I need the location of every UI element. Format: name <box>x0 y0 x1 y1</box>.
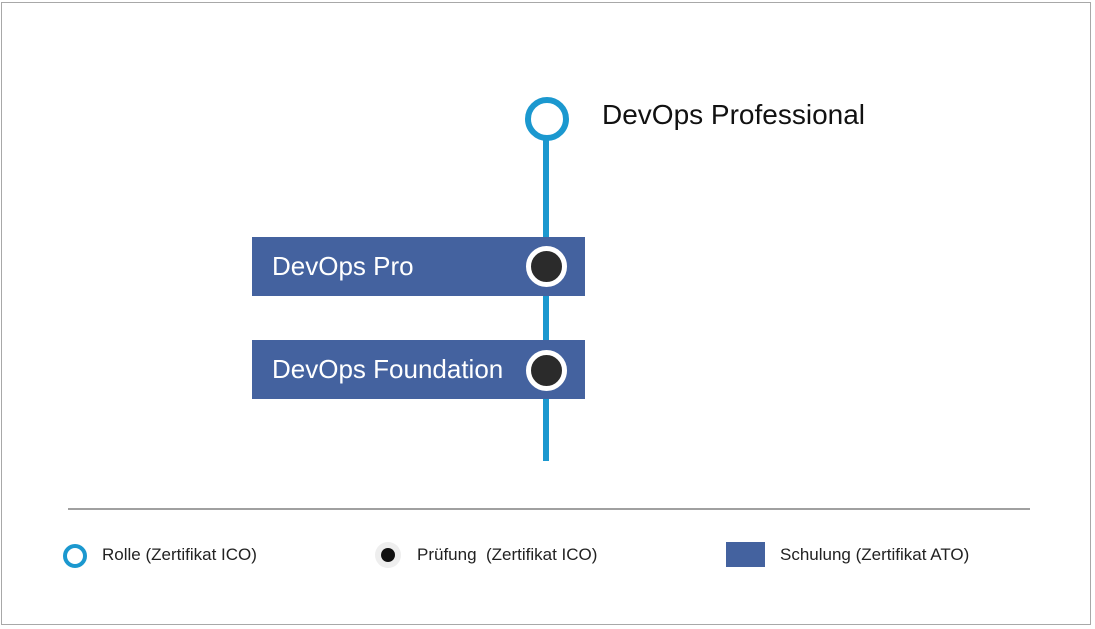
legend-divider <box>68 508 1030 510</box>
legend-label: Schulung (Zertifikat ATO) <box>780 545 970 564</box>
course-box-icon <box>726 542 765 567</box>
course-label: DevOps Pro <box>272 251 414 281</box>
role-circle-icon <box>63 544 87 568</box>
role-circle-icon <box>525 97 569 141</box>
path-line <box>543 131 549 461</box>
exam-dot-icon <box>375 542 401 568</box>
role-label: DevOps Professional <box>602 99 866 130</box>
legend-label: Rolle (Zertifikat ICO) <box>102 545 257 564</box>
legend-label: Prüfung (Zertifikat ICO) <box>417 545 598 564</box>
exam-dot-icon <box>526 350 567 391</box>
course-label: DevOps Foundation <box>272 354 504 384</box>
exam-dot-icon <box>526 246 567 287</box>
